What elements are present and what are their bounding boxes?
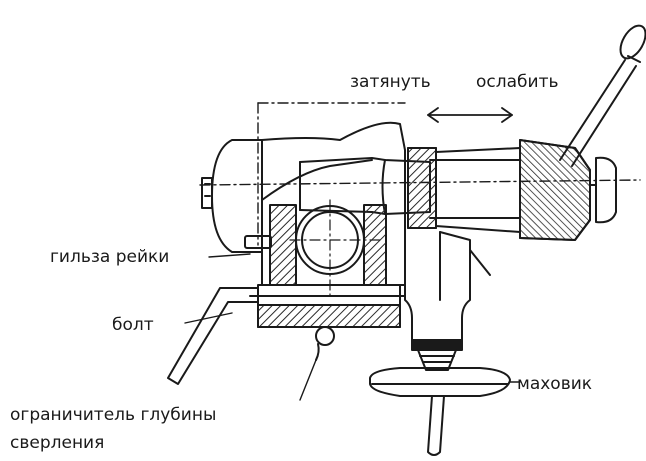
depth-stop <box>299 326 335 401</box>
end-cover <box>201 139 263 253</box>
label-bolt: болт <box>112 315 154 335</box>
label-rack-sleeve: гильза рейки <box>50 247 170 267</box>
tighten-loosen-arrow <box>427 107 513 123</box>
label-tighten: затянуть <box>350 72 431 92</box>
label-depth-stop-line2: сверления <box>10 433 105 453</box>
label-handwheel: маховик <box>517 374 593 394</box>
label-loosen: ослабить <box>476 72 559 92</box>
bolt-handle <box>167 287 259 385</box>
pinion-gear <box>269 199 387 301</box>
rack-sleeve-pin <box>208 235 272 258</box>
handwheel <box>369 367 521 456</box>
label-depth-stop-line1: ограничитель глубины <box>10 405 217 425</box>
right-knob <box>589 156 617 224</box>
column <box>404 229 491 341</box>
spindle-nut <box>411 339 463 371</box>
feed-lever <box>559 24 646 167</box>
base-plate <box>249 284 406 328</box>
